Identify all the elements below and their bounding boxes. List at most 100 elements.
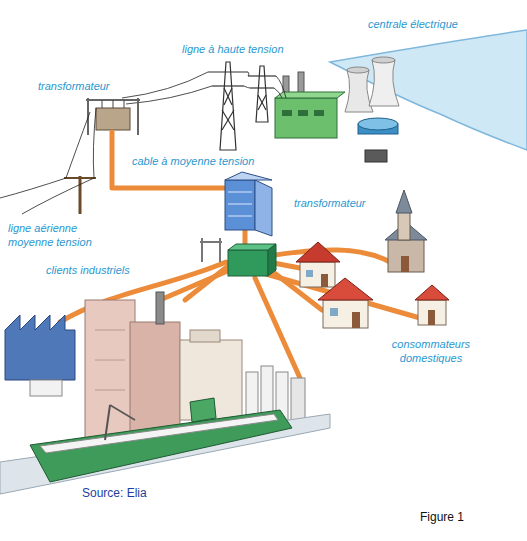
church <box>388 238 424 272</box>
callout-label: ligne aérienne moyenne tension <box>6 222 106 250</box>
transformer-building <box>228 216 252 217</box>
cooling-tower <box>347 67 369 73</box>
pylon <box>212 85 244 86</box>
high-voltage-line <box>276 76 286 98</box>
ship <box>190 398 216 422</box>
church <box>398 212 410 240</box>
river <box>330 30 527 150</box>
pylon <box>208 62 276 150</box>
pylon <box>258 95 266 110</box>
high-voltage-line <box>274 88 282 98</box>
callout-label: centrale électrique <box>366 18 460 32</box>
house <box>418 300 446 325</box>
overhead-line <box>64 177 96 179</box>
transformer <box>102 100 103 108</box>
callout-label: consommateurs domestiques <box>380 338 482 366</box>
house <box>318 278 373 300</box>
pylon <box>224 88 232 105</box>
factory <box>156 292 164 324</box>
power-plant <box>358 118 398 130</box>
transformer <box>124 100 125 108</box>
substation <box>200 238 276 276</box>
transformer-building <box>225 172 272 236</box>
power-plant <box>282 110 292 116</box>
house <box>330 308 338 316</box>
transformer-building <box>228 192 252 193</box>
church <box>401 256 409 272</box>
overhead-line <box>22 178 94 214</box>
ship <box>40 414 278 453</box>
house <box>296 242 340 262</box>
high-voltage-line <box>244 86 250 88</box>
pylon <box>256 66 268 122</box>
river <box>330 30 527 150</box>
callout-label: Source: Elia <box>80 486 149 501</box>
high-voltage-line <box>122 72 208 98</box>
callout-label: ligne à haute tension <box>180 43 286 57</box>
house <box>321 274 328 287</box>
pylon <box>224 88 232 105</box>
house <box>415 285 449 300</box>
house <box>352 312 360 328</box>
factory <box>30 380 62 396</box>
callout-label: transformateur <box>36 80 112 94</box>
medium-voltage-cable <box>255 278 300 378</box>
factory <box>130 322 180 432</box>
high-voltage-line <box>122 72 286 104</box>
cooling-tower <box>372 57 395 63</box>
overhead-line <box>0 108 96 214</box>
pylon <box>208 71 248 72</box>
substation <box>268 244 276 276</box>
overhead-line <box>0 178 66 198</box>
ship <box>30 410 292 482</box>
callout-label: clients industriels <box>44 264 132 278</box>
factory <box>95 330 125 331</box>
factory <box>5 315 75 380</box>
transformer-building <box>255 180 272 236</box>
transformer-building <box>228 204 252 205</box>
ship <box>110 405 135 420</box>
transformer <box>113 100 114 108</box>
ship <box>0 398 330 494</box>
house <box>428 310 435 325</box>
transformer-building <box>225 180 255 230</box>
high-voltage-line <box>248 72 249 76</box>
transformer <box>96 108 130 130</box>
factory <box>95 360 125 361</box>
factory <box>85 300 135 440</box>
pylon <box>222 110 234 130</box>
pylon <box>258 95 266 110</box>
transformer-building <box>225 172 272 180</box>
overhead-line <box>79 176 82 214</box>
church <box>385 190 427 272</box>
cooling-tower <box>369 60 399 106</box>
house <box>300 262 335 287</box>
ship <box>105 405 110 440</box>
callout-label: cable à moyenne tension <box>130 155 256 169</box>
power-plant <box>298 110 308 116</box>
callout-label: transformateur <box>292 197 368 211</box>
house <box>415 285 449 325</box>
house <box>323 300 368 328</box>
factory <box>95 390 125 391</box>
church <box>396 190 412 213</box>
overhead-line <box>93 108 96 178</box>
factory <box>190 330 220 342</box>
figure-caption: Figure 1 <box>418 510 466 525</box>
substation <box>200 241 222 243</box>
pylon <box>250 87 274 88</box>
pylon <box>248 75 276 76</box>
pylon <box>222 110 234 130</box>
transformer <box>137 98 139 135</box>
substation <box>228 250 268 276</box>
pylon <box>220 62 236 150</box>
overhead-line <box>66 112 90 178</box>
power-plant <box>365 150 387 162</box>
house <box>306 270 313 277</box>
house <box>318 278 373 328</box>
power-plant <box>275 72 398 162</box>
power-plant <box>314 110 324 116</box>
cooling-tower <box>345 57 399 112</box>
house <box>296 242 340 287</box>
